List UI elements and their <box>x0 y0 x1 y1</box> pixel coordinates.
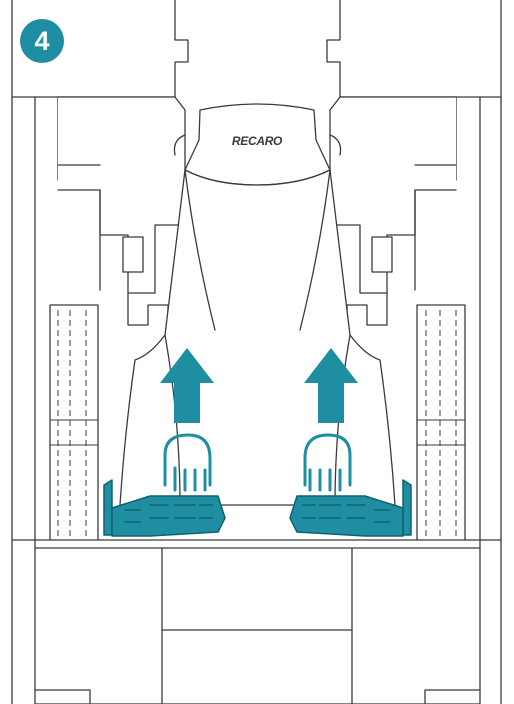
hand-pull-icon <box>303 433 352 492</box>
right-seat-back-structure <box>329 96 466 544</box>
seat-base <box>11 539 502 704</box>
isofix-connector-icon <box>103 479 226 537</box>
hand-pull-icon <box>163 433 212 492</box>
left-seat-back-structure <box>49 96 186 544</box>
step-number-badge: 4 <box>20 19 64 63</box>
up-arrow-icon <box>304 348 358 423</box>
up-arrow-icon <box>160 348 214 423</box>
seat-brand-label: RECARO <box>232 134 283 148</box>
isofix-connector-icon <box>289 479 412 537</box>
